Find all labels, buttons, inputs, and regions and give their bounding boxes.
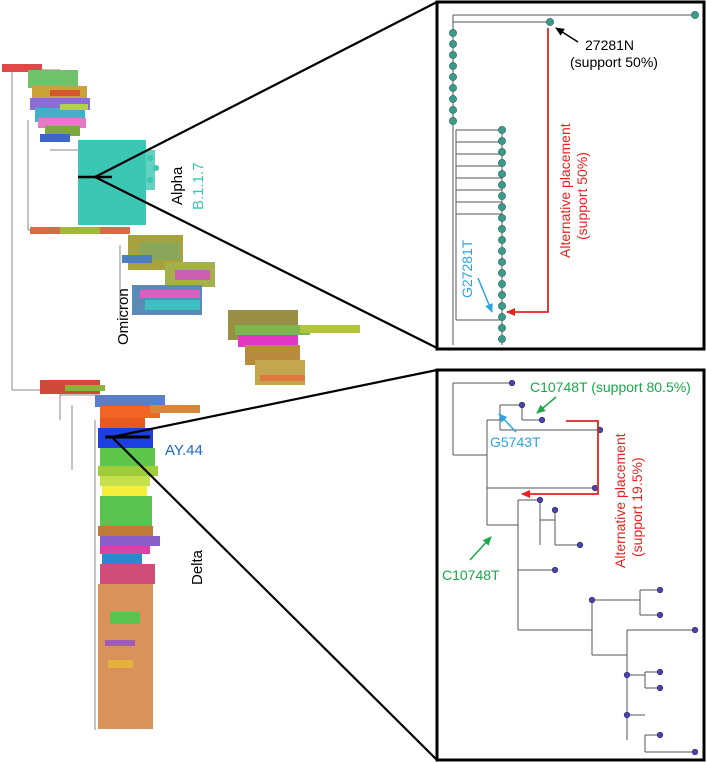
label-b117: B.1.1.7 (190, 162, 207, 210)
clade-early-mixed (2, 64, 90, 142)
tip-node (498, 137, 506, 145)
tip-node (498, 203, 506, 211)
tip-node (691, 626, 699, 634)
tip-node (498, 181, 506, 189)
inset-bottom-frame (435, 368, 706, 762)
tip-node (623, 711, 631, 719)
zoom-lines (94, 1, 438, 761)
alt-placement-top-line1: Alternative placement (557, 123, 573, 258)
tip-node (498, 291, 506, 299)
tip-node (498, 280, 506, 288)
tip-node (449, 73, 457, 81)
tip-node (449, 29, 457, 37)
tip-node (449, 95, 457, 103)
clade-delta-upper (40, 380, 200, 430)
tip-node (656, 684, 664, 692)
tip-node (656, 611, 664, 619)
mutation-c10748t-support: C10748T (support 80.5%) (530, 379, 691, 395)
alt-placement-top-line2: (support 50%) (574, 152, 590, 240)
tip-node (518, 401, 526, 409)
tip-node (498, 269, 506, 277)
node-27281n-support: (support 50%) (570, 54, 658, 70)
inset-bottom: C10748T (support 80.5%) G5743T Alternati… (435, 368, 706, 762)
inset-top: 27281N (support 50%) Alternative placeme… (435, 0, 706, 351)
tip-node (498, 214, 506, 222)
inset-top-tips (449, 11, 699, 343)
tip-node (498, 148, 506, 156)
blue-arrow-bottom (498, 413, 517, 433)
label-delta: Delta (189, 549, 206, 585)
blue-arrow-top (477, 277, 493, 313)
tip-node (656, 668, 664, 676)
label-omicron: Omicron (115, 288, 132, 345)
clade-midband (30, 227, 130, 234)
tip-node (591, 484, 599, 492)
clade-delta-mixed (98, 448, 160, 584)
tip-node (498, 170, 506, 178)
clade-alpha (78, 140, 159, 225)
tip-node (498, 335, 506, 343)
tip-node (498, 313, 506, 321)
tip-node (691, 11, 699, 19)
clade-delta-orange (98, 584, 153, 729)
alt-placement-bottom-line1: Alternative placement (612, 433, 628, 568)
tip-node (576, 541, 584, 549)
label-alpha: Alpha (169, 166, 186, 205)
tip-node (498, 258, 506, 266)
label-ay44: AY.44 (165, 442, 203, 459)
red-arrow-top (506, 28, 549, 316)
main-tree: Alpha B.1.1.7 Omicron AY.44 Delta (2, 1, 438, 761)
tip-node (498, 225, 506, 233)
red-arrow-bottom (521, 420, 599, 498)
tip-node (588, 596, 596, 604)
tip-node (498, 324, 506, 332)
clade-omicron (122, 235, 360, 385)
tip-node (449, 51, 457, 59)
tip-node (656, 731, 664, 739)
tip-node (536, 496, 544, 504)
mutation-c10748t: C10748T (442, 567, 500, 583)
tip-node (449, 106, 457, 114)
tip-node (498, 247, 506, 255)
tip-node (498, 236, 506, 244)
green-arrow-lower (469, 536, 492, 561)
inset-bottom-tips (508, 379, 699, 756)
tip-node (691, 748, 699, 756)
tip-node (623, 671, 631, 679)
inset-top-frame (435, 0, 706, 351)
mutation-g5743t: G5743T (490, 434, 541, 450)
mutation-g27281t: G27281T (459, 239, 475, 298)
tip-node (656, 586, 664, 594)
tip-node (498, 159, 506, 167)
node-27281n-label: 27281N (585, 37, 634, 53)
tip-node (538, 416, 546, 424)
tip-node (449, 40, 457, 48)
black-arrow (555, 27, 579, 43)
tip-node (551, 566, 559, 574)
alt-placement-bottom-line2: (support 19.5%) (629, 457, 645, 557)
tip-node (546, 18, 554, 26)
tip-node (498, 302, 506, 310)
green-arrow-upper (536, 396, 557, 414)
tip-node (551, 506, 559, 514)
tip-node (449, 84, 457, 92)
tip-node (498, 126, 506, 134)
tip-node (498, 192, 506, 200)
tip-node (508, 379, 516, 387)
tip-node (449, 117, 457, 125)
tip-node (449, 62, 457, 70)
